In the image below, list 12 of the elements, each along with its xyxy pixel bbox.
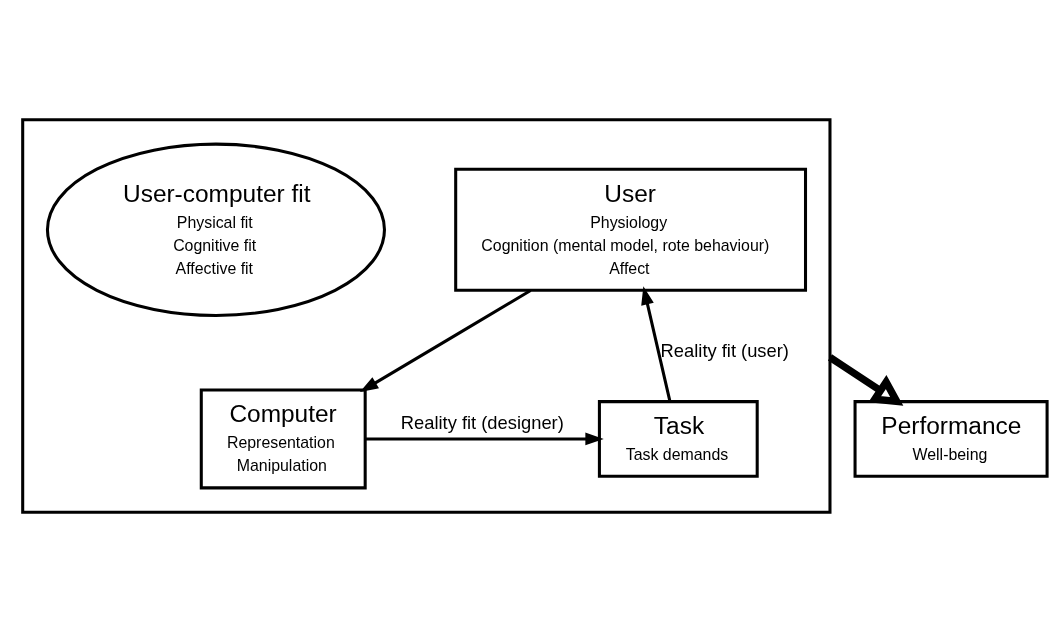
arrow	[827, 353, 904, 406]
node-box: Computer Representation Manipulation	[199, 388, 367, 489]
edge-label: Reality fit (designer)	[400, 411, 564, 433]
node-ellipse: User-computer fit Physical fit Cognitive fit Affective fit	[45, 142, 386, 317]
cluster	[21, 117, 832, 514]
arrow	[641, 285, 672, 402]
arrow	[365, 432, 604, 445]
node-box: Performance Well-being	[853, 399, 1049, 478]
node-box: Task Task demands	[597, 399, 759, 478]
node-box: User Physiology Cognition (mental model, rote behaviour) Affect	[454, 167, 808, 292]
arrow	[359, 288, 532, 392]
edge-label: Reality fit (user)	[660, 339, 789, 361]
